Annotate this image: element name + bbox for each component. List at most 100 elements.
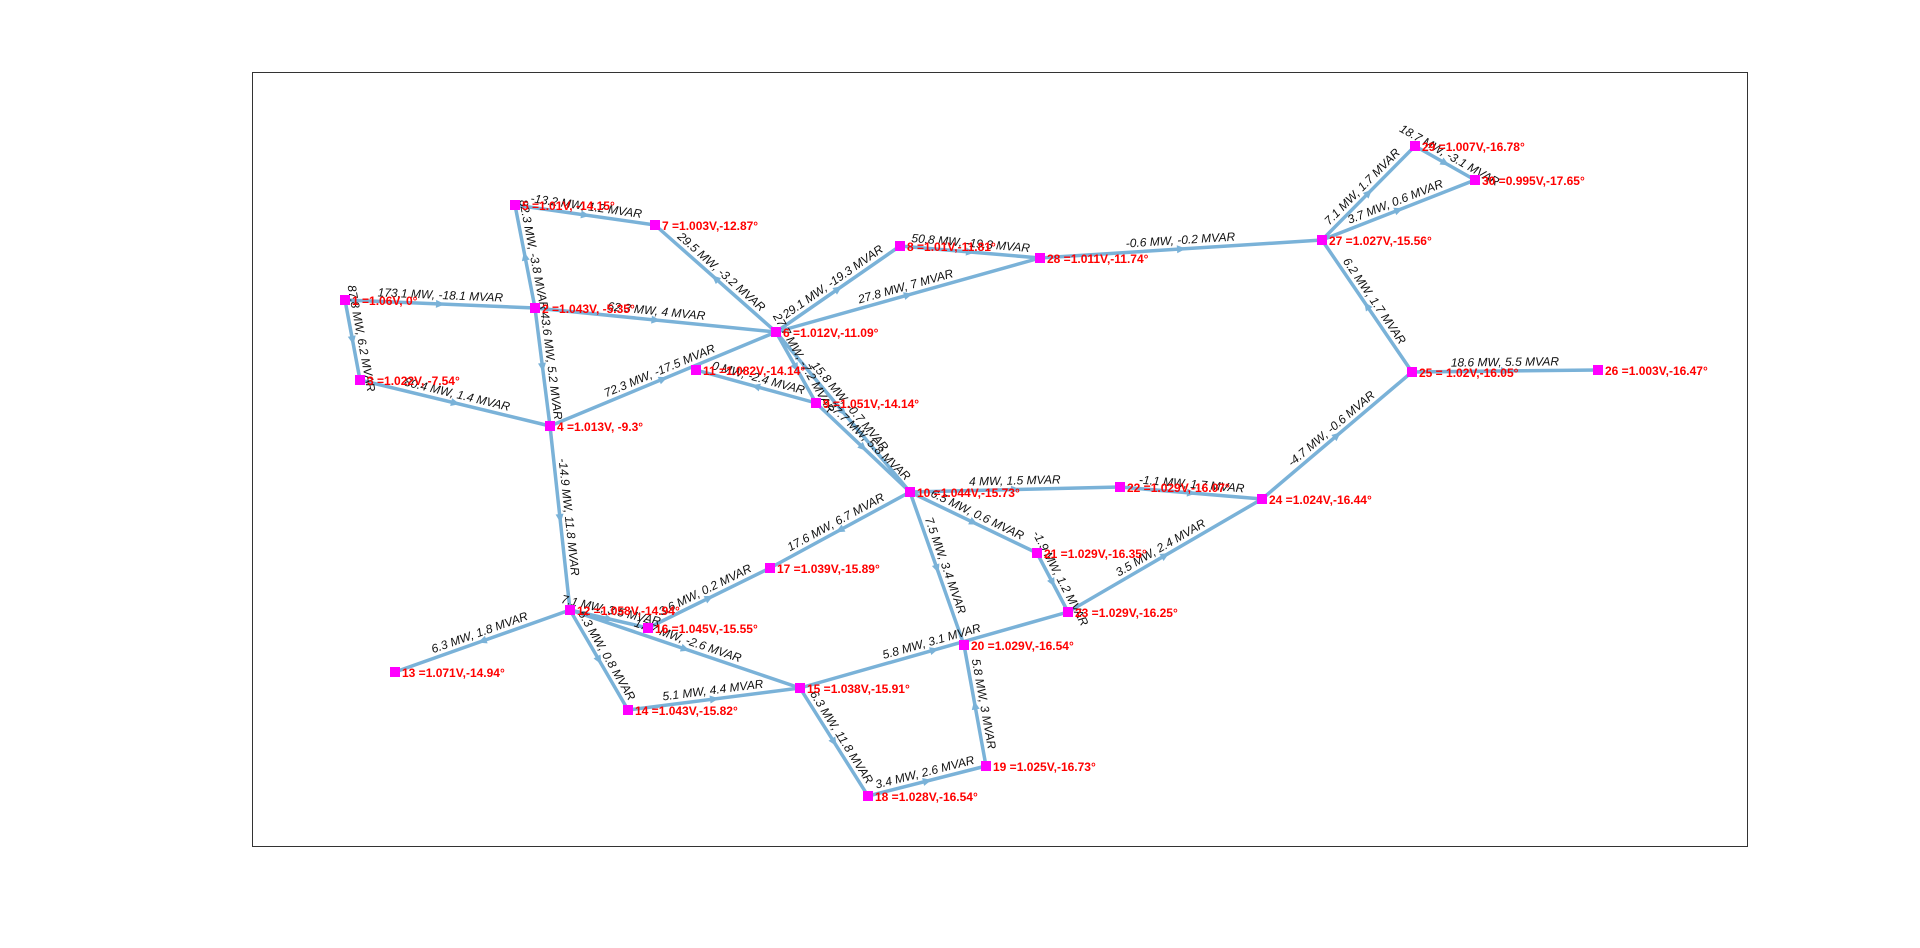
bus-node-20 (959, 640, 969, 650)
line-flow-label: 6.2 MW, 1.7 MVAR (1340, 255, 1409, 347)
bus-label-14: 14 =1.043V,-15.82° (635, 704, 738, 718)
plot-frame (252, 72, 1748, 847)
buses-layer: 1 =1.06V, 0° 2 =1.043V, -5.35° 3 =1.022V, … (340, 140, 1708, 804)
flow-arrow-icon (931, 563, 940, 574)
bus-label-18: 18 =1.028V,-16.54° (875, 790, 978, 804)
line-flow-label: 17.6 MW, 6.7 MVAR (785, 490, 887, 554)
bus-node-26 (1593, 365, 1603, 375)
line-flow-label: 6.3 MW, 1.8 MVAR (429, 609, 530, 656)
bus-node-23 (1063, 607, 1073, 617)
bus-label-8: 8 =1.01V,-11.81° (907, 240, 996, 254)
bus-label-4: 4 =1.013V, -9.3° (557, 420, 643, 434)
bus-label-28: 28 =1.011V,-11.74° (1047, 252, 1149, 266)
flow-arrow-icon (555, 513, 564, 523)
flow-arrow-icon (580, 210, 590, 219)
flow-arrow-icon (1186, 488, 1196, 497)
bus-node-19 (981, 761, 991, 771)
bus-label-11: 11 =1.082V,-14.14° (703, 364, 805, 378)
bus-label-16: 16 =1.045V,-15.55° (655, 622, 758, 636)
bus-label-7: 7 =1.003V,-12.87° (662, 219, 758, 233)
flow-arrow-icon (538, 362, 546, 372)
line-flow-label: 7.5 MW, 3.4 MVAR (922, 515, 969, 616)
flow-arrow-icon (929, 647, 939, 655)
flow-arrow-icon (435, 299, 445, 308)
flow-arrow-icon (968, 517, 979, 525)
bus-node-21 (1032, 548, 1042, 558)
flow-arrow-icon (703, 595, 714, 604)
flow-arrow-icon (903, 292, 913, 300)
line-flow-label: 4 MW, 1.5 MVAR (969, 472, 1061, 488)
flow-arrow-icon (1331, 432, 1341, 442)
bus-label-2: 2 =1.043V, -5.35° (542, 302, 635, 316)
bus-label-1: 1 =1.06V, 0° (352, 294, 418, 308)
bus-node-30 (1470, 175, 1480, 185)
flow-arrow-icon (828, 736, 837, 747)
flow-arrow-icon (1176, 245, 1186, 254)
bus-label-24: 24 =1.024V,-16.44° (1269, 493, 1372, 507)
bus-node-15 (795, 683, 805, 693)
flow-arrow-icon (832, 286, 843, 295)
line-flow-label: 29.5 MW, -3.2 MVAR (674, 229, 768, 315)
flow-arrow-icon (1439, 157, 1450, 166)
flow-arrow-icon (1047, 577, 1055, 587)
flow-arrow-icon (347, 335, 356, 345)
bus-label-3: 3 =1.022V, -7.54° (367, 374, 460, 388)
bus-node-1 (340, 295, 350, 305)
line-flow-label: -4.7 MW, -0.6 MVAR (1285, 388, 1378, 470)
flow-arrow-icon (679, 643, 690, 652)
bus-label-15: 15 =1.038V,-15.91° (807, 682, 910, 696)
bus-node-17 (765, 563, 775, 573)
flow-arrow-icon (604, 614, 614, 622)
bus-node-10 (905, 487, 915, 497)
flow-arrow-icon (711, 275, 722, 285)
bus-label-26: 26 =1.003V,-16.47° (1605, 364, 1708, 378)
flow-arrow-icon (477, 635, 488, 644)
bus-label-25: 25 = 1.02V,-16.05° (1419, 366, 1519, 380)
line-flow-label: -0.6 MW, -0.2 MVAR (1125, 230, 1236, 251)
flow-arrow-icon (751, 383, 761, 392)
flow-arrow-icon (1393, 207, 1404, 216)
bus-node-13 (390, 667, 400, 677)
bus-label-22: 22 =1.029V,-16.07° (1127, 481, 1230, 495)
flow-arrow-icon (857, 441, 867, 451)
bus-label-27: 27 =1.027V,-15.56° (1329, 234, 1432, 248)
flow-arrow-icon (450, 398, 460, 406)
flow-arrow-icon (657, 376, 668, 385)
bus-label-30: 30 =0.995V,-17.65° (1482, 174, 1585, 188)
bus-node-9 (811, 398, 821, 408)
bus-label-29: 29 =1.007V,-16.78° (1422, 140, 1525, 154)
flow-arrow-icon (837, 406, 847, 416)
bus-label-17: 17 =1.039V,-15.89° (777, 562, 880, 576)
flow-arrow-icon (1362, 189, 1373, 199)
bus-node-4 (545, 421, 555, 431)
flow-arrow-icon (593, 654, 602, 665)
bus-label-9: 9 =1.051V,-14.14° (823, 397, 919, 411)
bus-node-14 (623, 705, 633, 715)
bus-node-8 (895, 241, 905, 251)
flow-arrow-icon (651, 315, 661, 324)
flow-arrow-icon (1010, 485, 1020, 494)
bus-node-6 (771, 327, 781, 337)
flow-arrow-icon (965, 247, 975, 256)
flow-arrow-icon (835, 524, 846, 533)
bus-node-24 (1257, 494, 1267, 504)
flow-arrow-icon (1364, 301, 1373, 312)
bus-node-11 (691, 365, 701, 375)
bus-node-29 (1410, 141, 1420, 151)
flow-arrow-icon (790, 362, 799, 372)
line-flow-label: 29.1 MW, -19.3 MVAR (779, 242, 886, 322)
bus-node-2 (530, 303, 540, 313)
bus-label-5: 5 =1.01V, -14.15° (522, 199, 615, 213)
bus-label-21: 21 =1.029V,-16.35° (1044, 547, 1147, 561)
bus-label-20: 20 =1.029V,-16.54° (971, 639, 1074, 653)
bus-label-10: 10 =1.044V,-15.73° (917, 486, 1020, 500)
line-flow-label: 173.1 MW, -18.1 MVAR (377, 285, 503, 304)
bus-node-3 (355, 375, 365, 385)
line-flow-label: 18.6 MW, 5.5 MVAR (1451, 354, 1560, 369)
bus-node-25 (1407, 367, 1417, 377)
bus-node-22 (1115, 482, 1125, 492)
bus-label-19: 19 =1.025V,-16.73° (993, 760, 1096, 774)
flow-arrow-icon (922, 778, 932, 786)
